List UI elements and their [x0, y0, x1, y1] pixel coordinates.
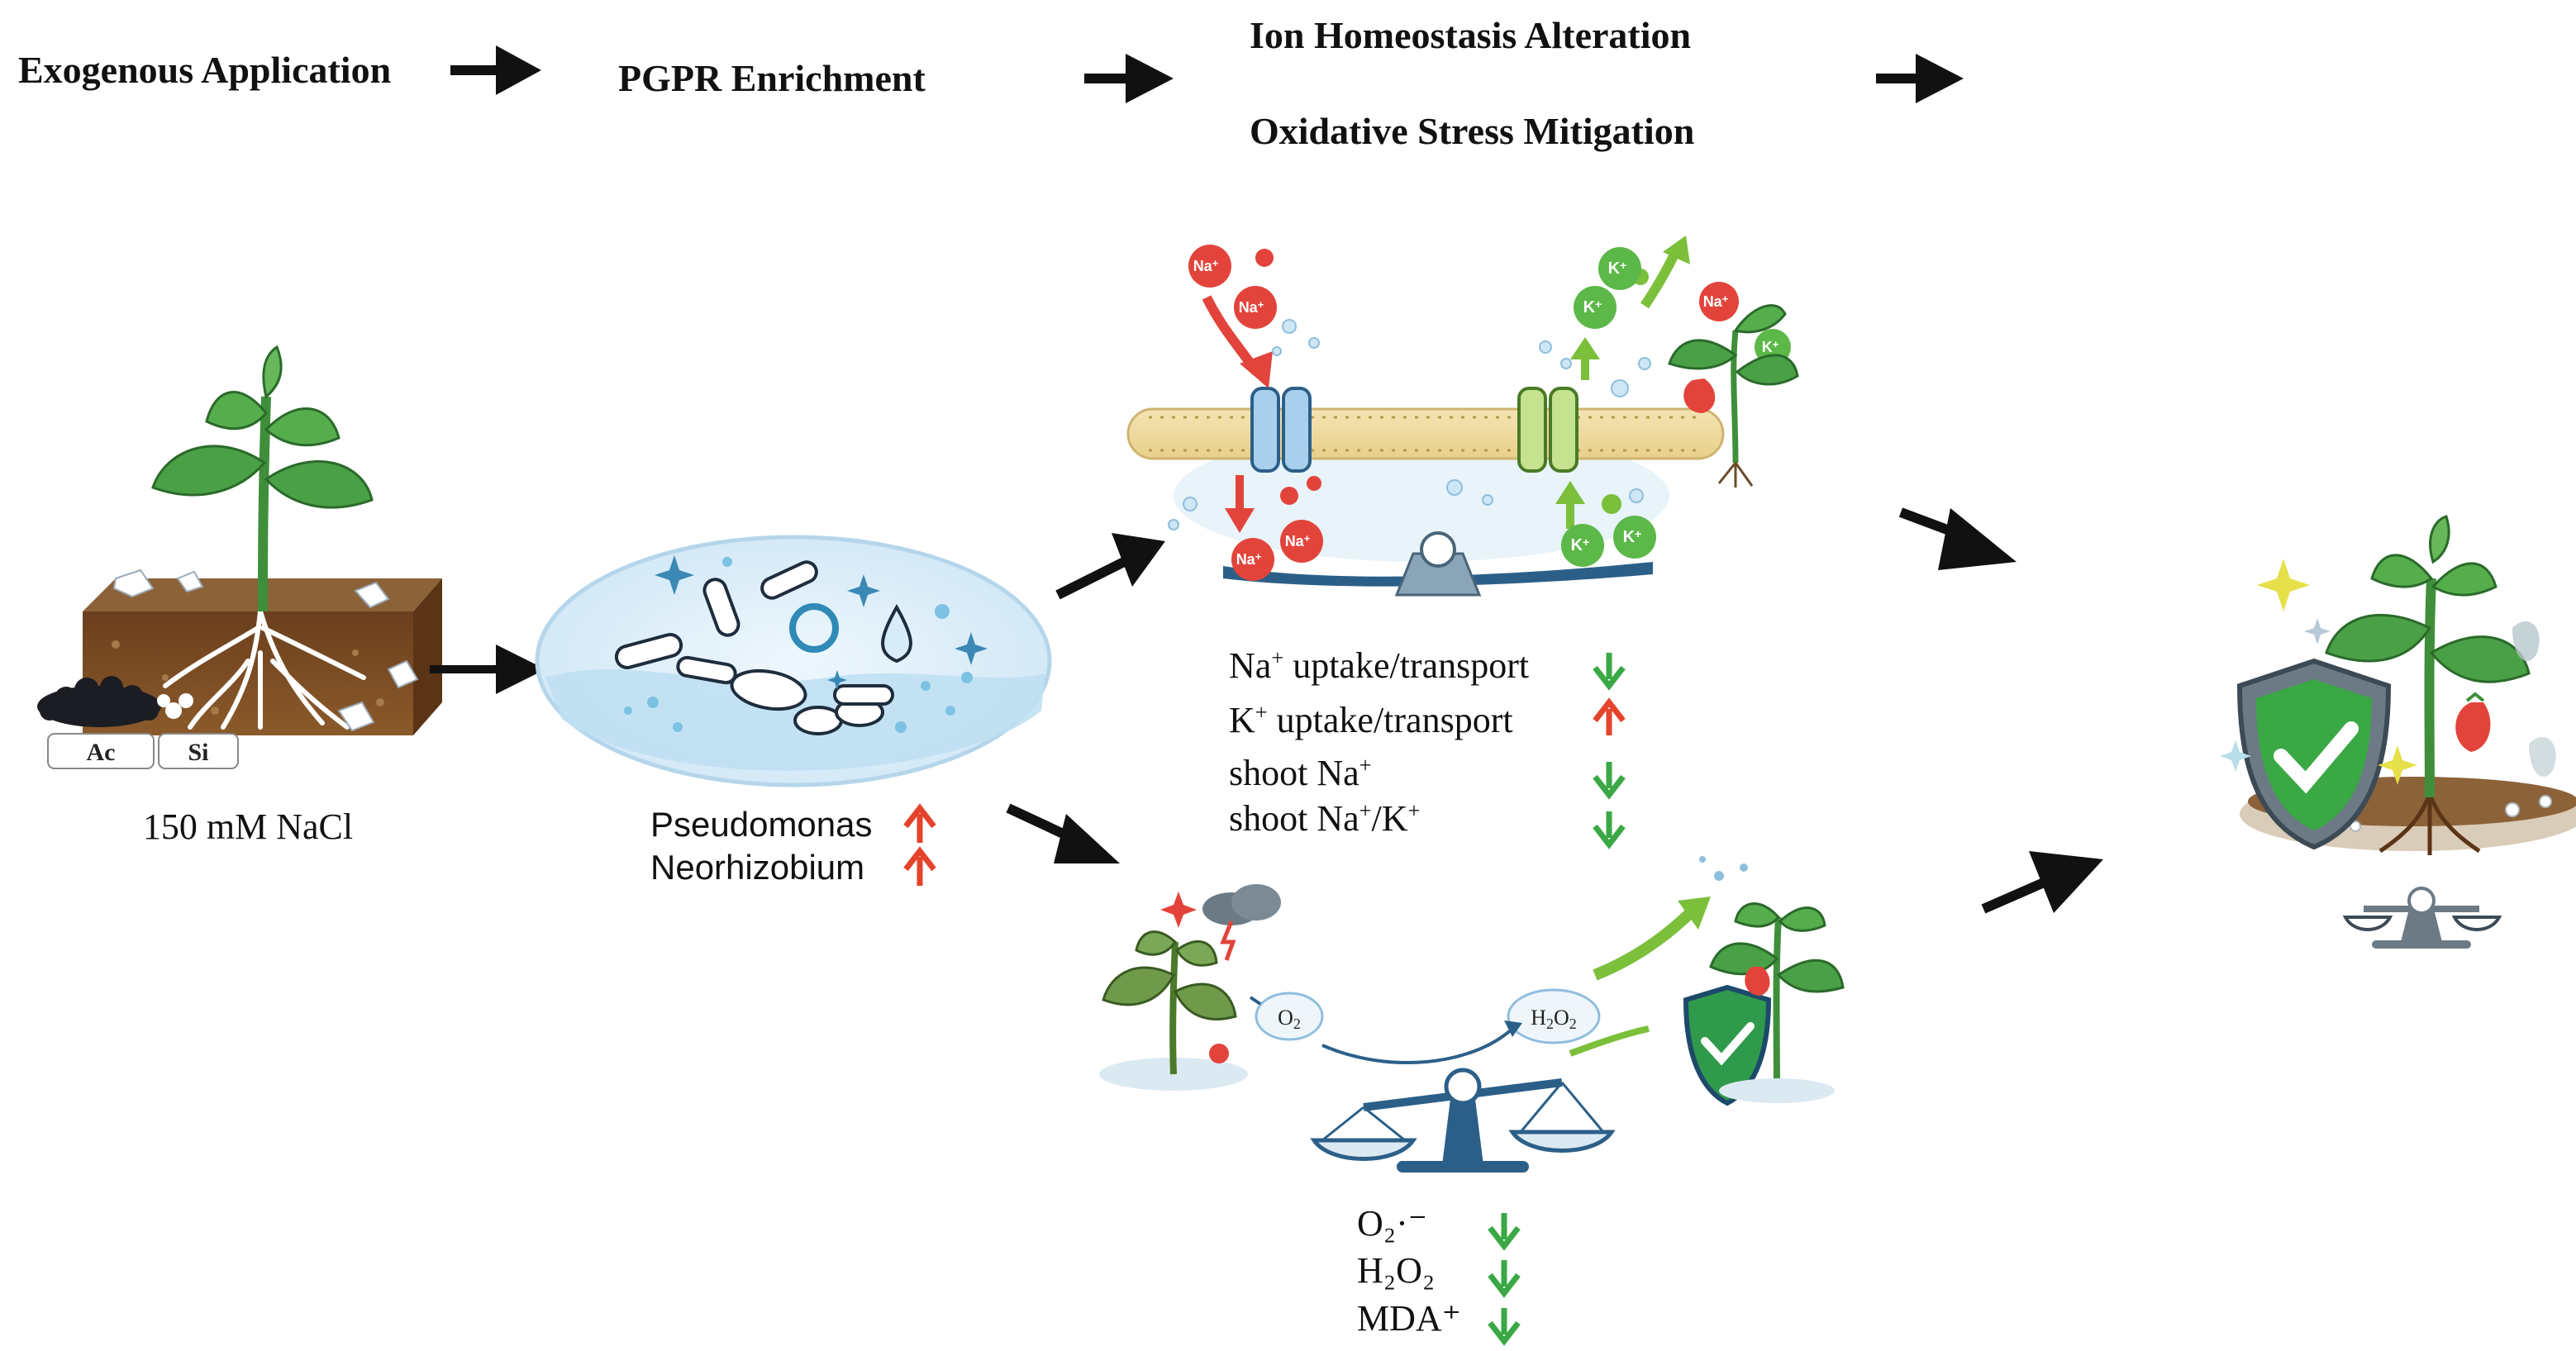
- oxidative-row-mda: MDA⁺: [1357, 1298, 1461, 1339]
- arrow-soil-to-pgpr: [430, 645, 545, 694]
- svg-text:Na+: Na+: [1236, 550, 1262, 568]
- svg-text:Na+: Na+: [1703, 293, 1729, 310]
- arrow-pgpr-to-oxidative-panel: [1006, 803, 1120, 863]
- ion-row-na-uptake: Na+ uptake/transport: [1229, 645, 1530, 686]
- taxon-neorhizobium: Neorhizobium: [650, 848, 864, 887]
- header-step-oxidative-stress: Oxidative Stress Mitigation: [1250, 110, 1695, 152]
- taxon-neorhizobium-up-arrow: [903, 846, 936, 886]
- header-step-pgpr-enrichment: PGPR Enrichment: [618, 57, 926, 99]
- trend-h2o2-down-arrow: [1488, 1260, 1521, 1298]
- ion-row-k-uptake: K+ uptake/transport: [1229, 699, 1513, 740]
- ion-labels: Na+ Na+ Na+ Na+ Na+ K+ K+ K+ K+ K+: [1193, 257, 1779, 568]
- taxon-pseudomonas: Pseudomonas: [650, 805, 873, 844]
- oxidative-row-superoxide: O₂·⁻: [1357, 1203, 1427, 1244]
- ion-row-shoot-na-k-ratio: shoot Na+/K+: [1229, 797, 1421, 839]
- oxidative-stress-illustration: [1099, 856, 1845, 1173]
- header-step-ion-homeostasis: Ion Homeostasis Alteration: [1250, 14, 1692, 56]
- svg-text:Na+: Na+: [1285, 532, 1311, 549]
- arrow-pgpr-to-ion-panel: [1055, 533, 1165, 600]
- svg-text:Na+: Na+: [1193, 257, 1219, 274]
- pgpr-bubble-illustration: [535, 535, 1052, 787]
- outcome-protected-plant-illustration: [2220, 515, 2576, 949]
- svg-text:K+: K+: [1608, 259, 1627, 278]
- svg-text:K+: K+: [1762, 338, 1779, 355]
- amendment-tag-si: Si: [188, 739, 208, 766]
- arrow-ion-panel-to-outcome: [1898, 507, 2017, 570]
- trend-mda-down-arrow: [1488, 1308, 1521, 1346]
- svg-text:K+: K+: [1623, 527, 1642, 546]
- header-arrow-1: [450, 45, 541, 95]
- trend-superoxide-down-arrow: [1488, 1213, 1521, 1251]
- ion-homeostasis-illustration: [1126, 235, 1799, 597]
- taxon-pseudomonas-up-arrow: [903, 803, 936, 843]
- header-arrow-3: [1876, 54, 1964, 103]
- o2-bubble-label: O2: [1278, 1006, 1301, 1032]
- amendment-tag-ac: Ac: [87, 739, 116, 766]
- svg-text:K+: K+: [1583, 297, 1602, 316]
- amendment-tags: [47, 733, 239, 769]
- trend-na-uptake-down-arrow: [1593, 653, 1626, 691]
- h2o2-bubble-label: H2O2: [1531, 1006, 1577, 1032]
- ion-row-shoot-na: shoot Na+: [1229, 752, 1372, 793]
- header-arrow-2: [1084, 54, 1174, 103]
- soil-block-illustration: [37, 345, 442, 735]
- header-step-exogenous-application: Exogenous Application: [18, 49, 392, 91]
- trend-shoot-na-k-down-arrow: [1593, 811, 1626, 849]
- svg-text:K+: K+: [1571, 535, 1590, 554]
- salt-concentration-label: 150 mM NaCl: [143, 806, 353, 847]
- arrow-oxidative-panel-to-outcome: [1981, 851, 2103, 914]
- trend-shoot-na-down-arrow: [1593, 762, 1626, 800]
- svg-text:Na+: Na+: [1239, 298, 1264, 316]
- oxidative-row-h2o2: H₂O₂: [1357, 1250, 1436, 1291]
- trend-k-uptake-up-arrow: [1593, 697, 1626, 735]
